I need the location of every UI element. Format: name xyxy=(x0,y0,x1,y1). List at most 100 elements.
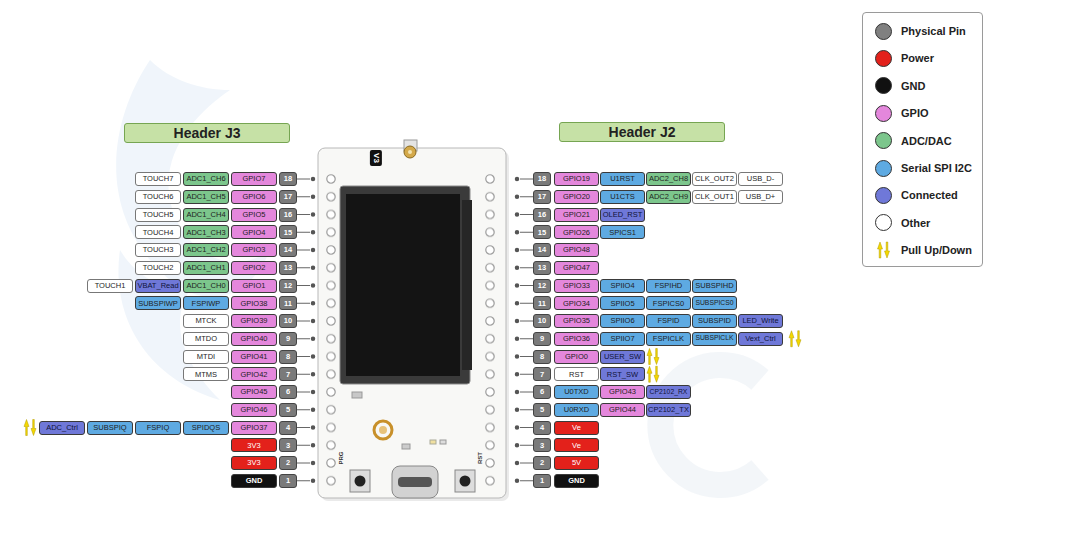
legend-text: Pull Up/Down xyxy=(901,244,972,256)
gpio-pin-box: GPIO39 xyxy=(231,314,277,328)
adc-pin-box: ADC1_CH5 xyxy=(183,190,229,204)
pin-label: 10 xyxy=(284,317,292,325)
legend-entry: Connected xyxy=(875,185,958,205)
physical-pin-number: 3 xyxy=(279,438,297,452)
serial-pin-box: U0RXD xyxy=(554,403,599,417)
serial-pin-box: SPICS1 xyxy=(600,225,645,239)
pin-label: 9 xyxy=(286,335,290,343)
pin-label: 15 xyxy=(284,229,292,237)
gpio-pin-box: GPIO0 xyxy=(554,350,599,364)
adc-pin-box: ADC1_CH1 xyxy=(183,261,229,275)
gpio-pin-box: GPIO35 xyxy=(554,314,599,328)
physical-pin-number: 7 xyxy=(533,367,551,381)
pin-label: GPIO0 xyxy=(565,353,588,361)
board-version: V3 xyxy=(370,150,382,166)
pin-label: GPIO34 xyxy=(563,300,590,308)
legend-swatch xyxy=(875,132,892,149)
serial-pin-box: FSPICS0 xyxy=(646,296,691,310)
serial-pin-box: SPIIO6 xyxy=(600,314,645,328)
pin-label: Vext_Ctrl xyxy=(745,335,775,343)
header-title: Header J2 xyxy=(559,122,725,142)
legend-entry: Pull Up/Down xyxy=(875,240,972,260)
adc-pin-box: ADC1_CH6 xyxy=(183,172,229,186)
adc-pin-box: ADC1_CH2 xyxy=(183,243,229,257)
pin-label: GPIO33 xyxy=(563,282,590,290)
other-pin-box: MTCK xyxy=(183,314,229,328)
pin-label: GPIO5 xyxy=(243,211,266,219)
pin-label: 13 xyxy=(538,264,546,272)
pin-label: 17 xyxy=(538,193,546,201)
pin-label: CP2102_RX xyxy=(650,389,688,396)
pin-label: 18 xyxy=(284,175,292,183)
adc-pin-box: ADC1_CH0 xyxy=(183,279,229,293)
pin-label: SUBSPIWP xyxy=(138,300,178,308)
pin-label: Header J2 xyxy=(609,125,676,139)
power-pin-box: Ve xyxy=(554,438,599,452)
pin-label: GPIO26 xyxy=(563,229,590,237)
physical-pin-number: 16 xyxy=(533,208,551,222)
legend-text: Connected xyxy=(901,189,958,201)
serial-pin-box: FSPIWP xyxy=(183,296,229,310)
legend-text: Other xyxy=(901,217,930,229)
other-pin-box: TOUCH3 xyxy=(135,243,181,257)
physical-pin-number: 6 xyxy=(279,385,297,399)
physical-pin-number: 15 xyxy=(533,225,551,239)
physical-pin-number: 14 xyxy=(533,243,551,257)
physical-pin-number: 9 xyxy=(533,332,551,346)
pin-label: ADC1_CH0 xyxy=(186,282,225,290)
physical-pin-number: 17 xyxy=(533,190,551,204)
serial-pin-box: FSPICLK xyxy=(646,332,691,346)
physical-pin-number: 11 xyxy=(279,296,297,310)
pin-label: U0TXD xyxy=(564,388,589,396)
pin-label: ADC1_CH5 xyxy=(186,193,225,201)
other-pin-box: MTMS xyxy=(183,367,229,381)
serial-pin-box: FSPID xyxy=(646,314,691,328)
pin-label: FSPICS0 xyxy=(653,300,684,308)
pin-label: SUBSPICLK xyxy=(695,335,733,342)
pin-label: Ve xyxy=(572,442,581,450)
legend-entry: ADC/DAC xyxy=(875,131,952,151)
pin-label: GPIO46 xyxy=(240,406,267,414)
physical-pin-number: 12 xyxy=(279,279,297,293)
pin-label: GPIO37 xyxy=(240,424,267,432)
pin-label: 7 xyxy=(540,371,544,379)
gnd-pin-box: GND xyxy=(231,474,277,488)
physical-pin-number: 6 xyxy=(533,385,551,399)
legend-entry: Physical Pin xyxy=(875,21,966,41)
pin-label: ADC_Ctrl xyxy=(46,424,78,432)
pin-label: 3 xyxy=(286,442,290,450)
serial-pin-box: SUBSPID xyxy=(692,314,737,328)
physical-pin-number: 5 xyxy=(533,403,551,417)
pin-label: TOUCH2 xyxy=(143,264,174,272)
pin-label: U1RST xyxy=(610,175,635,183)
gpio-pin-box: GPIO48 xyxy=(554,243,599,257)
pin-label: ADC2_CH9 xyxy=(649,193,688,201)
legend-text: ADC/DAC xyxy=(901,135,952,147)
legend-text: GND xyxy=(901,80,925,92)
pin-label: 5 xyxy=(540,406,544,414)
physical-pin-number: 8 xyxy=(533,350,551,364)
pin-label: GND xyxy=(246,477,263,485)
pin-label: ADC1_CH3 xyxy=(186,229,225,237)
legend-entry: Power xyxy=(875,48,934,68)
gpio-pin-box: GPIO38 xyxy=(231,296,277,310)
pin-label: 8 xyxy=(540,353,544,361)
other-pin-box: TOUCH2 xyxy=(135,261,181,275)
power-pin-box: 3V3 xyxy=(231,438,277,452)
pin-label: LED_Write xyxy=(742,317,778,325)
legend-swatch xyxy=(875,160,892,177)
pin-label: FSPIQ xyxy=(147,424,170,432)
gpio-pin-box: GPIO44 xyxy=(600,403,645,417)
physical-pin-number: 13 xyxy=(279,261,297,275)
serial-pin-box: SUBSPICLK xyxy=(692,332,737,346)
other-pin-box: RST xyxy=(554,367,599,381)
connected-pin-box: CP2102_RX xyxy=(646,385,691,399)
gpio-pin-box: GPIO42 xyxy=(231,367,277,381)
physical-pin-number: 2 xyxy=(279,456,297,470)
pin-label: GPIO2 xyxy=(243,264,266,272)
serial-pin-box: U1CTS xyxy=(600,190,645,204)
pin-label: RST xyxy=(569,371,584,379)
pin-label: 5 xyxy=(286,406,290,414)
pin-label: SPIIO4 xyxy=(610,282,634,290)
